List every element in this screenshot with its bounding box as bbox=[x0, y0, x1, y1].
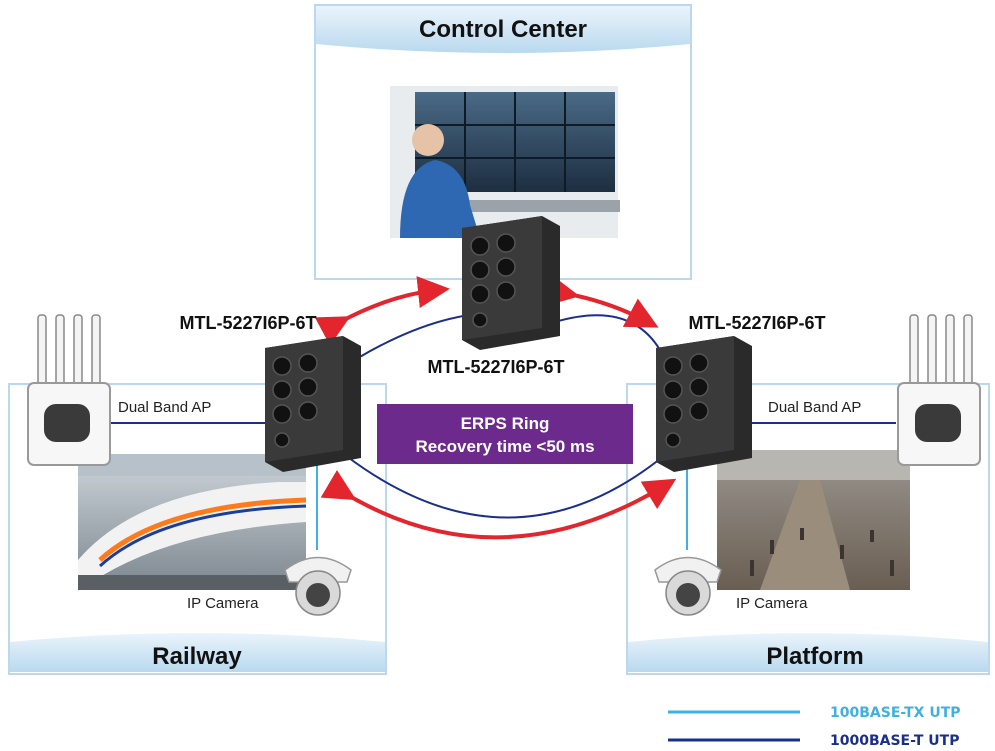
zone-title-control: Control Center bbox=[419, 16, 587, 43]
arrow-bottom bbox=[320, 470, 677, 540]
train-photo bbox=[78, 454, 307, 592]
zone-title-railway: Railway bbox=[152, 643, 242, 670]
switch-right bbox=[656, 336, 752, 472]
camera-left-label: IP Camera bbox=[187, 595, 259, 612]
ap-left-icon bbox=[27, 314, 111, 466]
switch-right-label: MTL-5227I6P-6T bbox=[688, 313, 825, 333]
legend-tx-label: 100BASE-TX UTP bbox=[830, 705, 961, 721]
zone-title-platform: Platform bbox=[766, 643, 863, 670]
erps-ring-recovery: Recovery time <50 ms bbox=[415, 437, 594, 456]
erps-ring-title: ERPS Ring bbox=[461, 414, 550, 433]
camera-right-icon bbox=[654, 556, 722, 616]
arrow-left-top bbox=[314, 276, 450, 346]
erps-ring-badge: ERPS Ring Recovery time <50 ms bbox=[377, 404, 633, 464]
ap-left-label: Dual Band AP bbox=[118, 399, 211, 416]
arrow-right-top bbox=[545, 274, 659, 328]
redundancy-arrows bbox=[314, 274, 677, 540]
switch-center-label: MTL-5227I6P-6T bbox=[427, 357, 564, 377]
ap-right-label: Dual Band AP bbox=[768, 399, 861, 416]
camera-right-label: IP Camera bbox=[736, 595, 808, 612]
control-room-photo bbox=[390, 86, 620, 238]
legend-t-label: 1000BASE-T UTP bbox=[830, 733, 959, 749]
switch-center bbox=[462, 216, 560, 350]
platform-photo bbox=[717, 450, 910, 590]
camera-left-icon bbox=[284, 556, 352, 616]
ap-right-icon bbox=[897, 314, 981, 466]
legend: 100BASE-TX UTP 1000BASE-T UTP bbox=[668, 705, 961, 749]
switch-left-label: MTL-5227I6P-6T bbox=[179, 313, 316, 333]
switch-left bbox=[265, 336, 361, 472]
